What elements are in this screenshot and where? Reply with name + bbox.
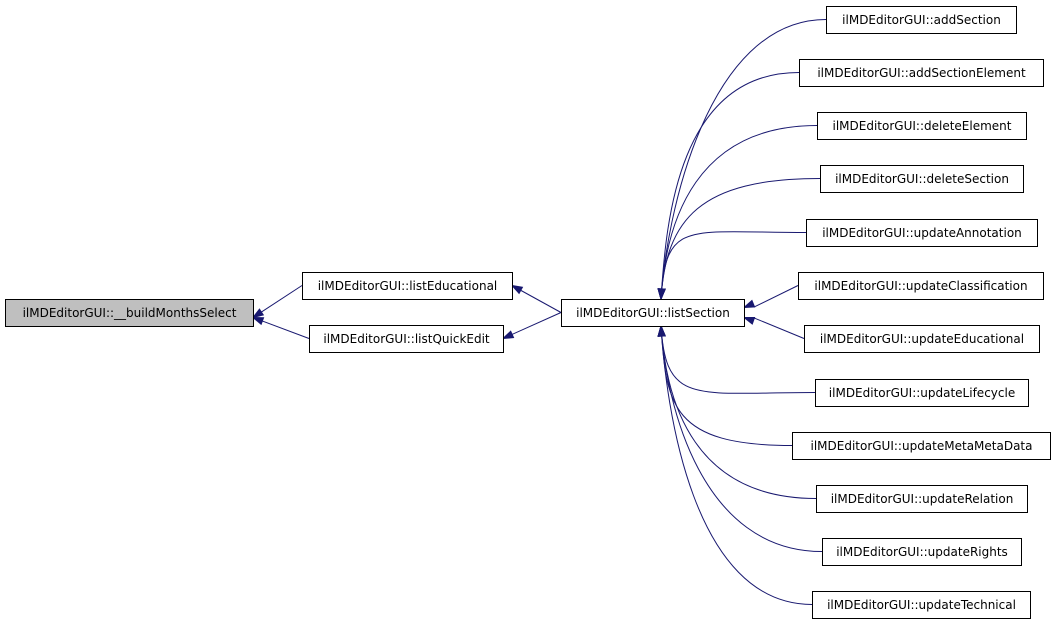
node-listEducational[interactable]: ilMDEditorGUI::listEducational — [302, 272, 513, 300]
edge-updateClassification-to-listSection — [742, 285, 799, 309]
node-updateTechnical[interactable]: ilMDEditorGUI::updateTechnical — [812, 591, 1031, 619]
edge-listSection-to-listEducational — [510, 284, 562, 313]
node-box[interactable] — [792, 432, 1051, 460]
node-addSection[interactable]: ilMDEditorGUI::addSection — [826, 6, 1017, 34]
node-box[interactable] — [302, 272, 513, 300]
node-deleteElement[interactable]: ilMDEditorGUI::deleteElement — [817, 112, 1027, 140]
edge-updateAnnotation-to-listSection — [657, 231, 807, 301]
node-label: ilMDEditorGUI::updateLifecycle — [829, 386, 1015, 400]
node-listQuickEdit[interactable]: ilMDEditorGUI::listQuickEdit — [309, 325, 504, 353]
node-label: ilMDEditorGUI::updateMetaMetaData — [810, 439, 1032, 453]
edge-updateMetaMetaData-to-listSection — [657, 324, 793, 446]
edge-line — [660, 325, 816, 394]
node-box[interactable] — [815, 379, 1029, 407]
node-label: ilMDEditorGUI::updateAnnotation — [822, 226, 1022, 240]
node-box[interactable] — [798, 272, 1044, 300]
edge-line — [660, 231, 807, 300]
edge-arrowhead — [501, 330, 515, 340]
node-box[interactable] — [804, 325, 1040, 353]
node-label: ilMDEditorGUI::listSection — [576, 306, 730, 320]
node-box[interactable] — [5, 299, 254, 327]
node-label: ilMDEditorGUI::addSectionElement — [817, 66, 1026, 80]
edge-line — [660, 325, 823, 552]
node-label: ilMDEditorGUI::deleteSection — [835, 172, 1009, 186]
node-label: ilMDEditorGUI::updateTechnical — [827, 598, 1016, 612]
edge-listSection-to-listQuickEdit — [501, 312, 562, 340]
edges-layer — [251, 19, 827, 605]
node-updateClassification[interactable]: ilMDEditorGUI::updateClassification — [798, 272, 1044, 300]
edge-arrowhead — [251, 316, 265, 326]
edge-updateRelation-to-listSection — [657, 324, 817, 499]
edge-line — [753, 285, 799, 308]
node-updateRelation[interactable]: ilMDEditorGUI::updateRelation — [816, 485, 1028, 513]
edge-addSectionElement-to-listSection — [657, 72, 800, 301]
node-box[interactable] — [806, 219, 1038, 247]
edge-listQuickEdit-to-root — [251, 316, 310, 339]
node-box[interactable] — [822, 538, 1022, 566]
node-label: ilMDEditorGUI::updateRights — [836, 545, 1008, 559]
node-updateLifecycle[interactable]: ilMDEditorGUI::updateLifecycle — [815, 379, 1029, 407]
edge-updateEducational-to-listSection — [742, 317, 805, 339]
edge-arrowhead — [251, 308, 265, 319]
edge-listEducational-to-root — [251, 285, 303, 319]
edge-arrowhead — [742, 317, 756, 325]
node-box[interactable] — [799, 59, 1044, 87]
edge-line — [660, 325, 817, 499]
node-root[interactable]: ilMDEditorGUI::__buildMonthsSelect — [5, 299, 254, 327]
node-label: ilMDEditorGUI::updateEducational — [820, 332, 1024, 346]
node-label: ilMDEditorGUI::listQuickEdit — [323, 332, 490, 346]
edge-line — [660, 178, 821, 300]
edge-line — [660, 125, 818, 300]
edge-updateTechnical-to-listSection — [657, 324, 813, 605]
edge-arrowhead — [657, 324, 666, 337]
edge-line — [660, 325, 813, 605]
node-addSectionElement[interactable]: ilMDEditorGUI::addSectionElement — [799, 59, 1044, 87]
node-label: ilMDEditorGUI::updateRelation — [831, 492, 1014, 506]
node-label: ilMDEditorGUI::__buildMonthsSelect — [23, 306, 237, 320]
edge-arrowhead — [657, 288, 666, 301]
edge-deleteElement-to-listSection — [657, 125, 818, 301]
node-listSection[interactable]: ilMDEditorGUI::listSection — [561, 299, 745, 327]
edge-updateLifecycle-to-listSection — [657, 324, 816, 394]
node-deleteSection[interactable]: ilMDEditorGUI::deleteSection — [820, 165, 1024, 193]
node-updateRights[interactable]: ilMDEditorGUI::updateRights — [822, 538, 1022, 566]
edge-line — [502, 312, 562, 339]
node-box[interactable] — [816, 485, 1028, 513]
node-box[interactable] — [826, 6, 1017, 34]
node-updateAnnotation[interactable]: ilMDEditorGUI::updateAnnotation — [806, 219, 1038, 247]
node-label: ilMDEditorGUI::updateClassification — [814, 279, 1027, 293]
edge-line — [660, 72, 800, 300]
node-label: ilMDEditorGUI::addSection — [842, 13, 1001, 27]
node-box[interactable] — [812, 591, 1031, 619]
node-label: ilMDEditorGUI::deleteElement — [833, 119, 1012, 133]
edge-line — [753, 317, 805, 339]
node-updateEducational[interactable]: ilMDEditorGUI::updateEducational — [804, 325, 1040, 353]
node-box[interactable] — [309, 325, 504, 353]
node-box[interactable] — [820, 165, 1024, 193]
node-box[interactable] — [561, 299, 745, 327]
nodes-layer: ilMDEditorGUI::__buildMonthsSelectilMDEd… — [5, 6, 1051, 619]
edge-arrowhead — [510, 284, 524, 295]
node-updateMetaMetaData[interactable]: ilMDEditorGUI::updateMetaMetaData — [792, 432, 1051, 460]
node-label: ilMDEditorGUI::listEducational — [318, 279, 498, 293]
edge-arrowhead — [742, 299, 756, 309]
node-box[interactable] — [817, 112, 1027, 140]
